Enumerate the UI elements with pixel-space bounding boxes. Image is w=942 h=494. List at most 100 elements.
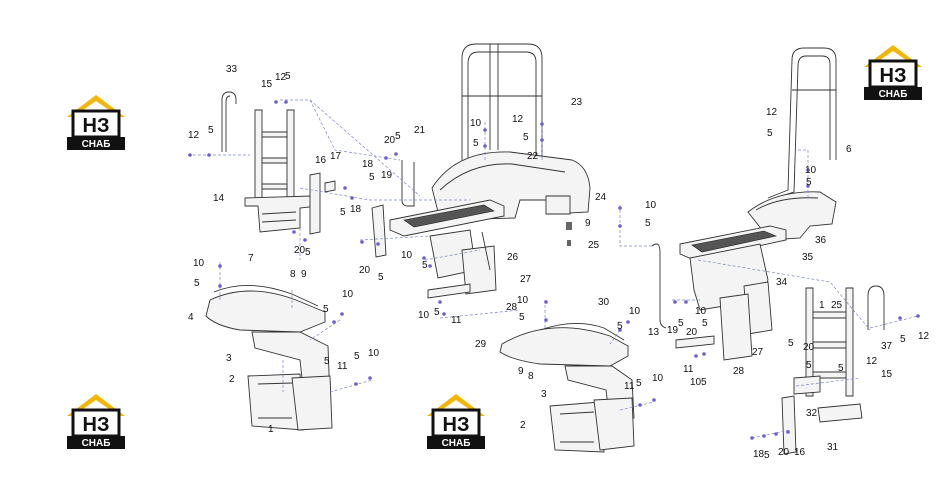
- part-callout: 10: [342, 289, 354, 300]
- part-callout: 21: [414, 125, 426, 136]
- part-callout: 5: [305, 247, 311, 258]
- part-callout: 13: [648, 327, 660, 338]
- bracket-part: [244, 195, 319, 233]
- brand-logo: НЗ СНАБ: [65, 93, 127, 153]
- part-callout: 30: [598, 297, 610, 308]
- part-callout: 15: [881, 369, 893, 380]
- handrail-part: [221, 91, 237, 152]
- part-callout: 10: [418, 310, 430, 321]
- part-callout: 12: [766, 107, 778, 118]
- logo-bottom-text: СНАБ: [82, 438, 111, 449]
- part-callout: 5: [678, 318, 684, 329]
- part-callout: 10: [695, 306, 707, 317]
- part-callout: 34: [776, 277, 788, 288]
- logo-top-text: НЗ: [83, 115, 110, 137]
- part-callout: 24: [595, 192, 607, 203]
- part-callout: 5: [764, 450, 770, 461]
- part-callout: 4: [188, 312, 194, 323]
- fastener-dots: [188, 100, 920, 440]
- part-callout: 3: [226, 353, 232, 364]
- part-callout: 26: [507, 252, 519, 263]
- part-callout: 5: [806, 177, 812, 188]
- part-callout: 1: [819, 300, 825, 311]
- part-callout: 14: [213, 193, 225, 204]
- part-callout: 12: [866, 356, 878, 367]
- logo-bottom-text: СНАБ: [82, 139, 111, 150]
- part-callout: 5: [702, 318, 708, 329]
- part-callout: 5: [645, 218, 651, 229]
- part-callout: 25: [588, 240, 600, 251]
- part-callout: 9: [518, 366, 524, 377]
- part-callout: 27: [520, 274, 532, 285]
- part-callout: 5: [900, 334, 906, 345]
- part-callout: 17: [330, 151, 342, 162]
- part-callout: 10: [805, 165, 817, 176]
- part-callout: 18: [753, 449, 765, 460]
- part-callout: 20: [778, 447, 790, 458]
- part-callout: 5: [806, 360, 812, 371]
- part-callout: 5: [519, 312, 525, 323]
- logo-bottom-text: СНАБ: [879, 89, 908, 100]
- part-callout: 5: [194, 278, 200, 289]
- part-callout: 28: [506, 302, 518, 313]
- part-callout: 10: [645, 200, 657, 211]
- part-callout: 20: [359, 265, 371, 276]
- part-callout: 5: [701, 377, 707, 388]
- part-callout: 5: [395, 131, 401, 142]
- ladder-part: [254, 109, 295, 206]
- part-callout: 19: [381, 170, 393, 181]
- part-callout: 5: [378, 272, 384, 283]
- part-callout: 10: [652, 373, 664, 384]
- part-callout: 2: [229, 374, 235, 385]
- part-callout: 9: [301, 269, 307, 280]
- brand-logo: НЗ СНАБ: [65, 392, 127, 452]
- part-callout: 5: [324, 356, 330, 367]
- part-callout: 18: [350, 204, 362, 215]
- part-callout: 8: [528, 371, 534, 382]
- logo-bottom-text: СНАБ: [442, 438, 471, 449]
- logo-top-text: НЗ: [880, 65, 907, 87]
- mudguard-center: [499, 323, 635, 453]
- brand-logo: НЗ СНАБ: [862, 43, 924, 103]
- part-callout: 28: [733, 366, 745, 377]
- part-callout: 12: [188, 130, 200, 141]
- part-callout: 3: [541, 389, 547, 400]
- part-callout: 5: [354, 351, 360, 362]
- part-callout: 9: [585, 218, 591, 229]
- part-callout: 5: [838, 363, 844, 374]
- part-callout: 35: [802, 252, 814, 263]
- part-callout: 5: [767, 128, 773, 139]
- part-callout: 11: [683, 364, 694, 375]
- part-callout: 10: [193, 258, 205, 269]
- part-callout: 20: [384, 135, 396, 146]
- part-callout: 5: [285, 71, 291, 82]
- part-callout: 15: [261, 79, 273, 90]
- part-callout: 5: [208, 125, 214, 136]
- cab-platform-right: [651, 47, 837, 361]
- part-callout: 36: [815, 235, 827, 246]
- part-callout: 22: [527, 151, 539, 162]
- part-callout: 10: [517, 295, 529, 306]
- part-callout: 12: [918, 331, 930, 342]
- logo-top-text: НЗ: [83, 414, 110, 436]
- part-callout: 32: [806, 408, 818, 419]
- part-callout: 20: [294, 245, 306, 256]
- part-callout: 29: [475, 339, 487, 350]
- brand-logo: НЗ СНАБ: [425, 392, 487, 452]
- part-callout: 23: [571, 97, 583, 108]
- part-callout: 10: [368, 348, 380, 359]
- part-callout: 11: [337, 361, 348, 372]
- part-callout: 25: [831, 300, 843, 311]
- part-callout: 12: [275, 72, 287, 83]
- part-callout: 8: [290, 269, 296, 280]
- part-callout: 16: [315, 155, 327, 166]
- part-callout: 5: [434, 307, 440, 318]
- part-callout: 5: [422, 260, 428, 271]
- logo-top-text: НЗ: [443, 414, 470, 436]
- part-callout: 5: [323, 304, 329, 315]
- part-callout: 27: [752, 347, 764, 358]
- part-callout: 5: [636, 378, 642, 389]
- part-callout: 5: [369, 172, 375, 183]
- part-callout: 20: [803, 342, 815, 353]
